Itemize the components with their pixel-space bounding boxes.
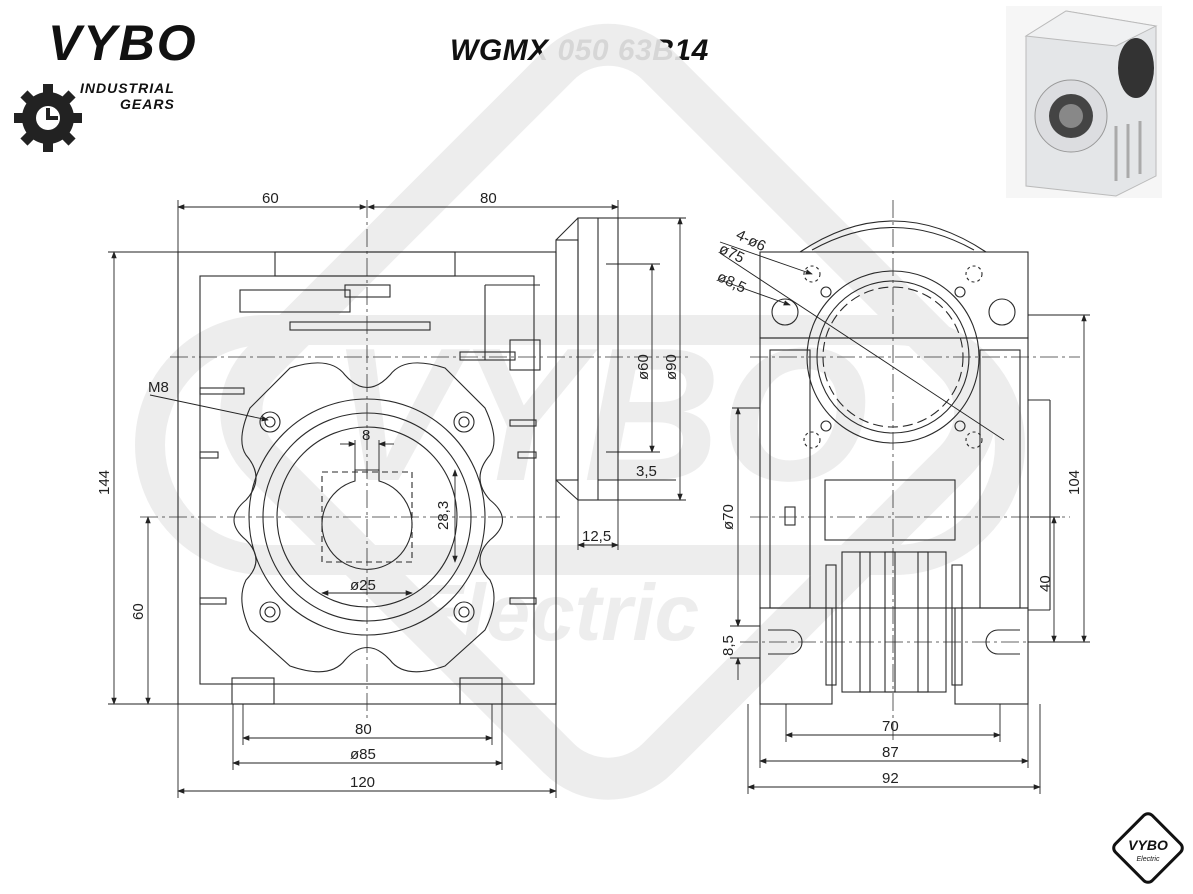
- dim-8: 8: [362, 427, 370, 444]
- brand-line-gears: GEARS: [120, 96, 175, 112]
- side-centerlines: [740, 200, 1080, 740]
- brand-name: VYBO: [48, 15, 198, 71]
- dim-80-top: 80: [480, 190, 497, 207]
- dim-87: 87: [882, 744, 899, 761]
- dim-80-bottom: 80: [355, 721, 372, 738]
- vybo-electric-badge: VYBO Electric: [1112, 812, 1184, 884]
- dim-d90: ø90: [663, 354, 680, 380]
- dim-d70-vertical: ø70: [720, 504, 737, 530]
- dim-40: 40: [1037, 575, 1054, 592]
- badge-sub: Electric: [1137, 856, 1160, 863]
- dim-92: 92: [882, 770, 899, 787]
- dim-60-left: 60: [130, 603, 147, 620]
- dim-104: 104: [1066, 470, 1083, 495]
- dim-120: 120: [350, 774, 375, 791]
- dim-d85: ø85: [350, 746, 376, 763]
- watermark-brand: VYBO: [330, 309, 868, 521]
- vybo-logo: VYBO INDUSTRIAL GEARS: [8, 18, 208, 153]
- side-dimension-lines: [719, 241, 1090, 794]
- dim-d8-5: ø8,5: [714, 268, 748, 296]
- dim-m8: M8: [148, 379, 169, 396]
- dim-70: 70: [882, 718, 899, 735]
- dim-d25: ø25: [350, 577, 376, 594]
- brand-line-industrial: INDUSTRIAL: [80, 80, 175, 96]
- gear-icon: [14, 84, 82, 152]
- dim-d60: ø60: [635, 354, 652, 380]
- dim-144: 144: [96, 470, 113, 495]
- dim-3-5: 3,5: [636, 463, 657, 480]
- watermark-electric: Electric: [410, 568, 699, 657]
- front-dimension-labels: 60 80 144 60 M8 8 28,3 ø25 80 ø85 120 ø6…: [96, 190, 680, 791]
- watermark: VYBO Electric: [135, 23, 1025, 800]
- dim-28-3: 28,3: [435, 501, 452, 530]
- dim-8-5-vertical: 8,5: [720, 635, 737, 656]
- product-photo: [1006, 6, 1162, 198]
- dim-60: 60: [262, 190, 279, 207]
- badge-brand: VYBO: [1128, 837, 1168, 853]
- side-view: [759, 220, 1051, 705]
- front-dimension-lines: [108, 200, 686, 798]
- dim-12-5: 12,5: [582, 528, 611, 545]
- front-centerlines: [140, 200, 690, 720]
